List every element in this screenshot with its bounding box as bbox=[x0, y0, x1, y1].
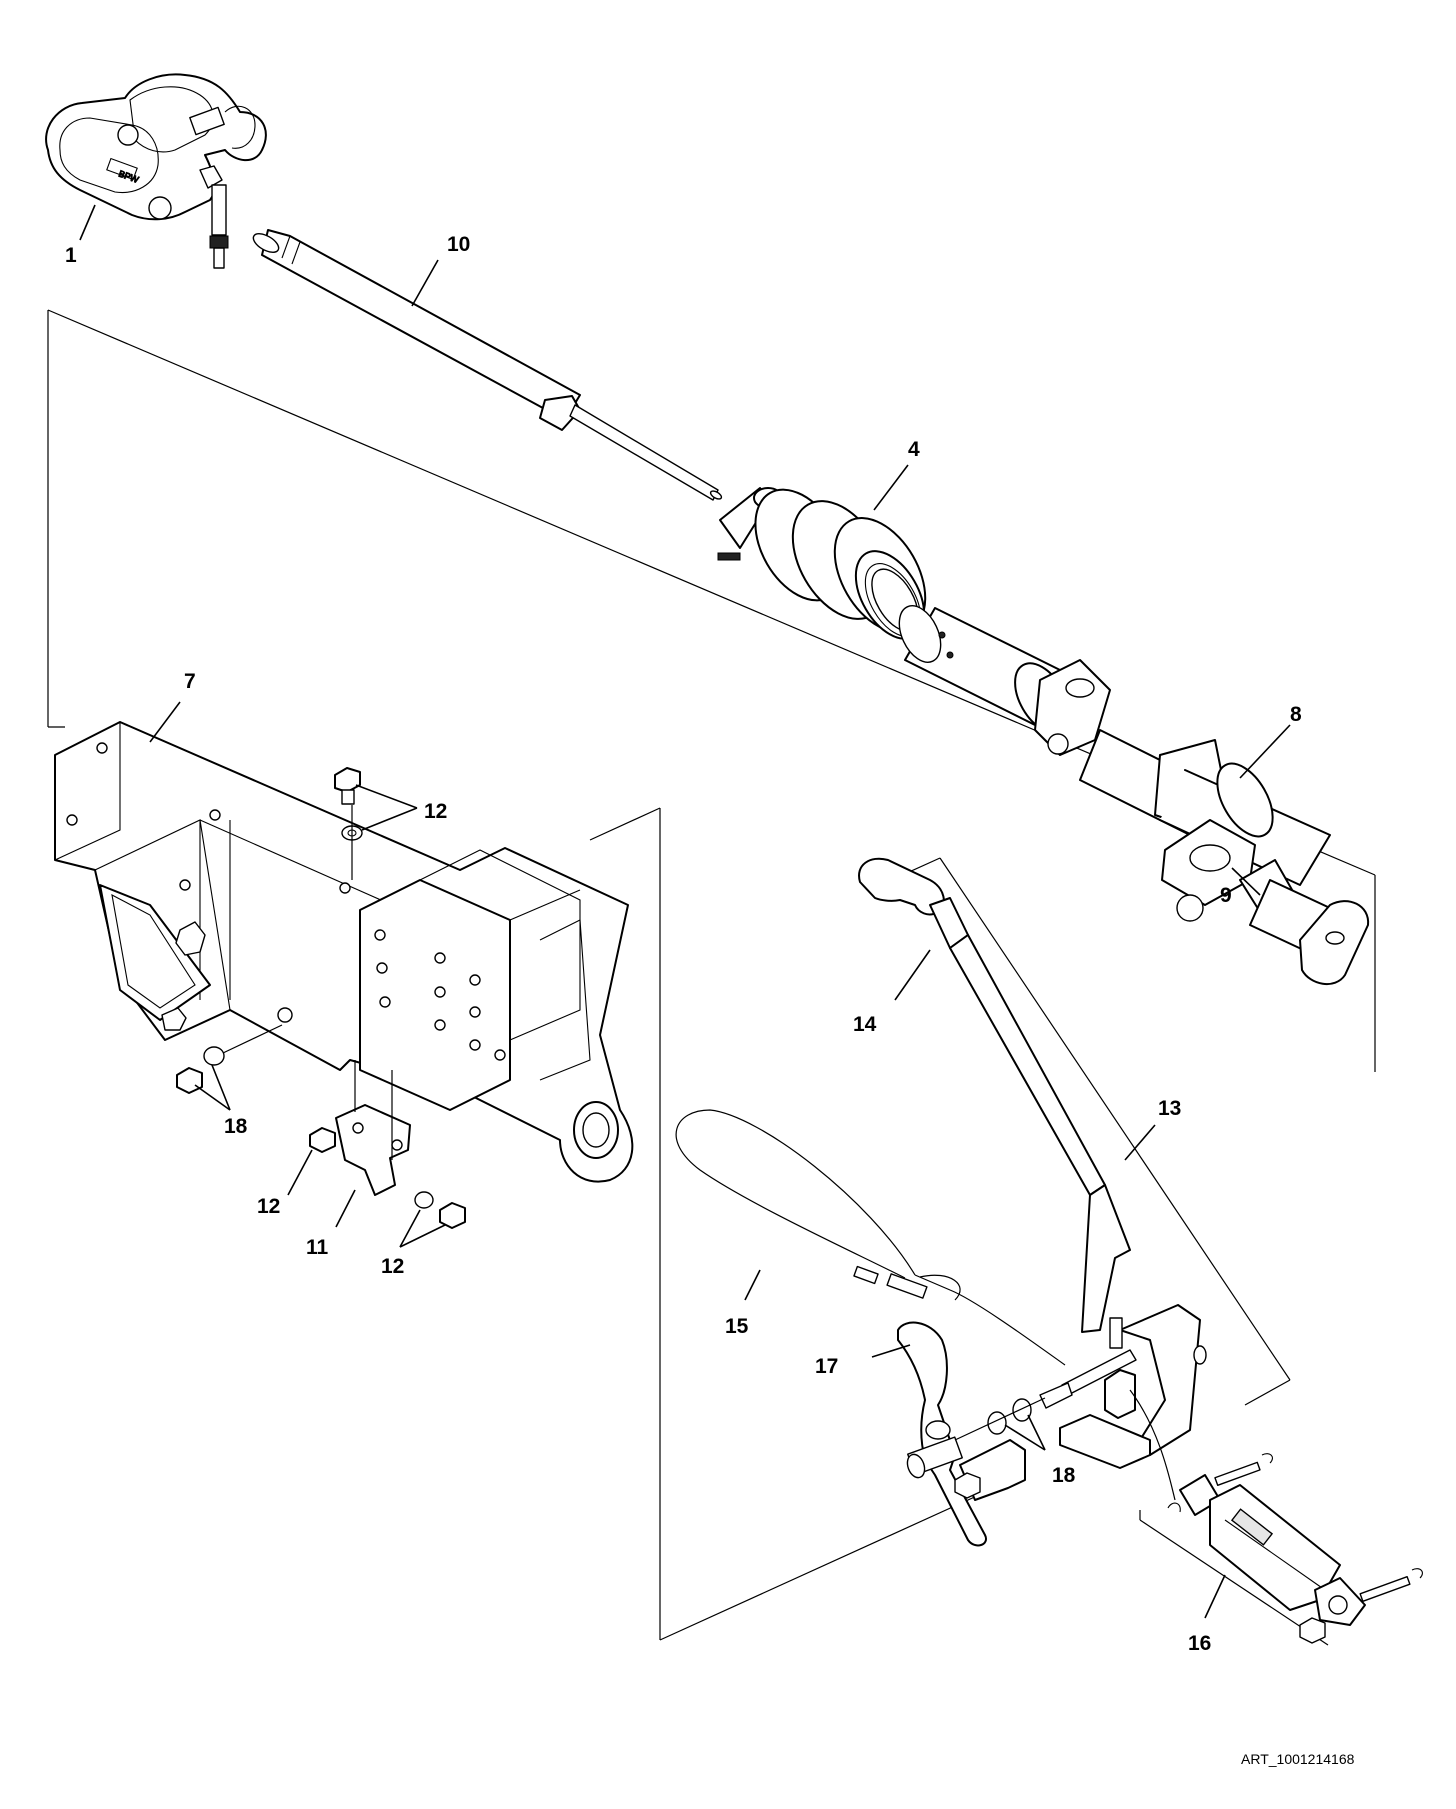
callout-12-top: 12 bbox=[424, 800, 447, 823]
art-reference-id: ART_1001214168 bbox=[1241, 1751, 1355, 1767]
catch-lever-part-17 bbox=[897, 1321, 1137, 1547]
callout-18-left: 18 bbox=[224, 1115, 248, 1138]
callout-14: 14 bbox=[853, 1013, 877, 1036]
callout-12-bottom: 12 bbox=[381, 1255, 404, 1278]
callout-labels: 1 10 4 7 8 9 12 14 13 18 12 11 12 15 17 … bbox=[65, 233, 1302, 1655]
callout-18-right: 18 bbox=[1052, 1464, 1076, 1487]
callout-7: 7 bbox=[184, 670, 196, 693]
callout-4: 4 bbox=[908, 438, 920, 461]
callout-13: 13 bbox=[1158, 1097, 1181, 1120]
frame-bracket-part-7 bbox=[54, 721, 634, 1183]
damper-rod-part-10 bbox=[252, 229, 723, 501]
callout-9: 9 bbox=[1220, 884, 1232, 907]
gas-spring-part-16 bbox=[1167, 1453, 1423, 1644]
callout-15: 15 bbox=[725, 1315, 749, 1338]
mount-bracket-part-11 bbox=[176, 1024, 466, 1229]
cable-part-15 bbox=[675, 1109, 1176, 1501]
callout-leader-lines bbox=[79, 204, 1291, 1619]
callout-8: 8 bbox=[1290, 703, 1302, 726]
callout-12-left: 12 bbox=[257, 1195, 280, 1218]
callout-10: 10 bbox=[447, 233, 470, 256]
drive-shaft-part-8 bbox=[898, 605, 1370, 985]
bellows-part-4 bbox=[717, 487, 927, 640]
callout-11: 11 bbox=[306, 1236, 329, 1259]
lever-handle-part-14-13 bbox=[858, 857, 1207, 1469]
callout-17: 17 bbox=[815, 1355, 838, 1378]
coupling-head-part-1: BPW bbox=[45, 73, 267, 269]
bolt-washer-part-12-top bbox=[334, 767, 363, 880]
callout-1: 1 bbox=[65, 244, 77, 267]
callout-16: 16 bbox=[1188, 1632, 1211, 1655]
